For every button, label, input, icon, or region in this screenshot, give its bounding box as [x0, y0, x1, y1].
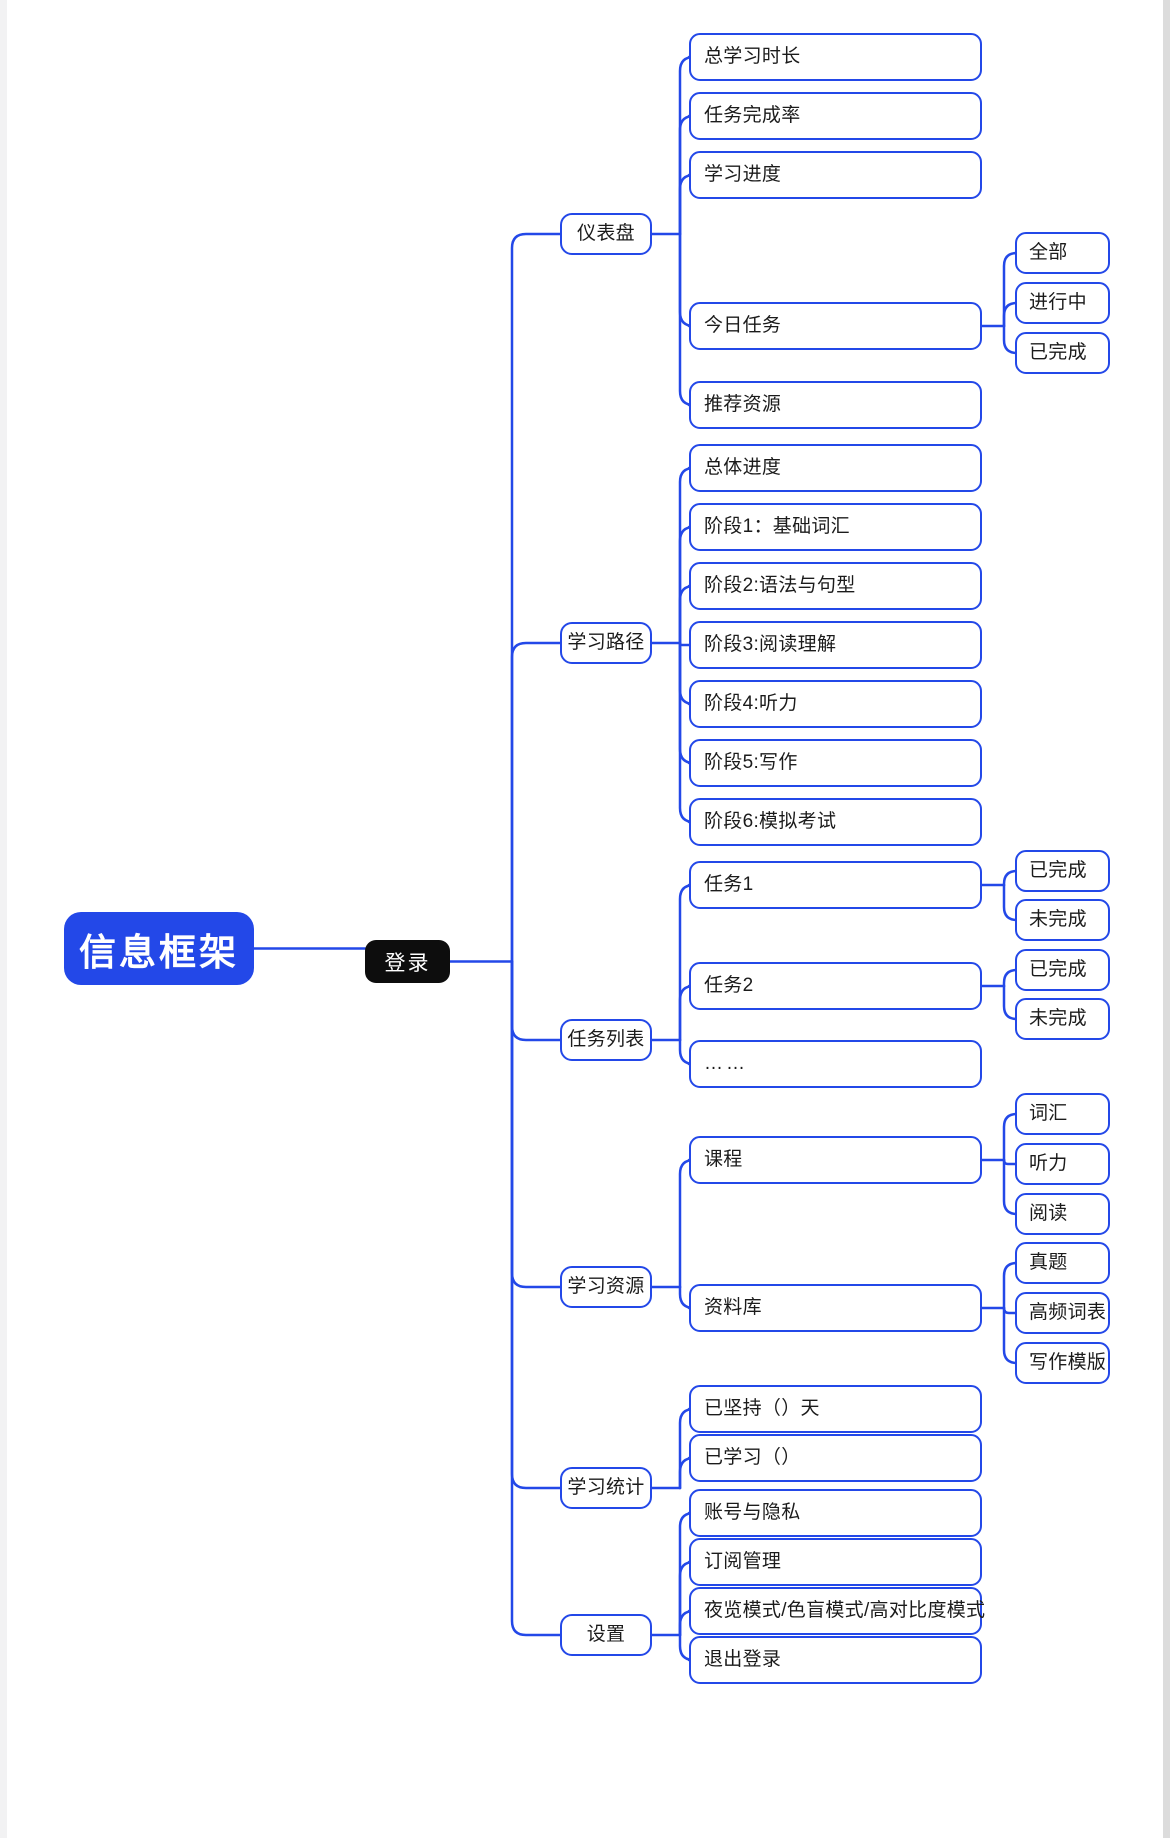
- branch-0-item-1[interactable]: 任务完成率: [689, 92, 982, 140]
- branch-3-item-1-sub-0[interactable]: 真题: [1015, 1242, 1110, 1284]
- branch-5-item-2[interactable]: 夜览模式/色盲模式/高对比度模式: [689, 1587, 985, 1635]
- branch-0-item-0[interactable]: 总学习时长: [689, 33, 982, 81]
- mindmap-canvas[interactable]: 信息框架登录仪表盘总学习时长任务完成率学习进度今日任务全部进行中已完成推荐资源学…: [7, 0, 1163, 1838]
- branch-2-item-2[interactable]: ……: [689, 1040, 982, 1088]
- login-node[interactable]: 登录: [365, 940, 450, 983]
- branch-5-item-1[interactable]: 订阅管理: [689, 1538, 982, 1586]
- branch-3-item-0-sub-2[interactable]: 阅读: [1015, 1193, 1110, 1235]
- branch-1-item-5[interactable]: 阶段5:写作: [689, 739, 982, 787]
- branch-4-item-1[interactable]: 已学习（）: [689, 1434, 982, 1482]
- branch-0-item-3-sub-2[interactable]: 已完成: [1015, 332, 1110, 374]
- branch-2-item-0[interactable]: 任务1: [689, 861, 982, 909]
- branch-5-item-3[interactable]: 退出登录: [689, 1636, 982, 1684]
- branch-3-node[interactable]: 学习资源: [560, 1266, 652, 1308]
- branch-2-node[interactable]: 任务列表: [560, 1019, 652, 1061]
- branch-2-item-1-sub-1[interactable]: 未完成: [1015, 998, 1110, 1040]
- root-node[interactable]: 信息框架: [64, 912, 254, 985]
- branch-2-item-0-sub-1[interactable]: 未完成: [1015, 899, 1110, 941]
- branch-5-item-0[interactable]: 账号与隐私: [689, 1489, 982, 1537]
- branch-4-node[interactable]: 学习统计: [560, 1467, 652, 1509]
- branch-3-item-1[interactable]: 资料库: [689, 1284, 982, 1332]
- branch-3-item-0-sub-0[interactable]: 词汇: [1015, 1093, 1110, 1135]
- branch-2-item-0-sub-0[interactable]: 已完成: [1015, 850, 1110, 892]
- branch-0-item-3-sub-0[interactable]: 全部: [1015, 232, 1110, 274]
- branch-1-item-6[interactable]: 阶段6:模拟考试: [689, 798, 982, 846]
- branch-3-item-1-sub-2[interactable]: 写作模版: [1015, 1342, 1110, 1384]
- branch-0-item-2[interactable]: 学习进度: [689, 151, 982, 199]
- branch-1-item-2[interactable]: 阶段2:语法与句型: [689, 562, 982, 610]
- branch-1-item-1[interactable]: 阶段1：基础词汇: [689, 503, 982, 551]
- branch-0-item-3[interactable]: 今日任务: [689, 302, 982, 350]
- branch-0-item-4[interactable]: 推荐资源: [689, 381, 982, 429]
- branch-2-item-1-sub-0[interactable]: 已完成: [1015, 949, 1110, 991]
- branch-3-item-0[interactable]: 课程: [689, 1136, 982, 1184]
- branch-1-item-3[interactable]: 阶段3:阅读理解: [689, 621, 982, 669]
- branch-1-item-0[interactable]: 总体进度: [689, 444, 982, 492]
- branch-0-node[interactable]: 仪表盘: [560, 213, 652, 255]
- branch-1-item-4[interactable]: 阶段4:听力: [689, 680, 982, 728]
- branch-3-item-0-sub-1[interactable]: 听力: [1015, 1143, 1110, 1185]
- branch-4-item-0[interactable]: 已坚持（）天: [689, 1385, 982, 1433]
- branch-5-node[interactable]: 设置: [560, 1614, 652, 1656]
- branch-0-item-3-sub-1[interactable]: 进行中: [1015, 282, 1110, 324]
- branch-1-node[interactable]: 学习路径: [560, 622, 652, 664]
- branch-2-item-1[interactable]: 任务2: [689, 962, 982, 1010]
- branch-3-item-1-sub-1[interactable]: 高频词表: [1015, 1292, 1110, 1334]
